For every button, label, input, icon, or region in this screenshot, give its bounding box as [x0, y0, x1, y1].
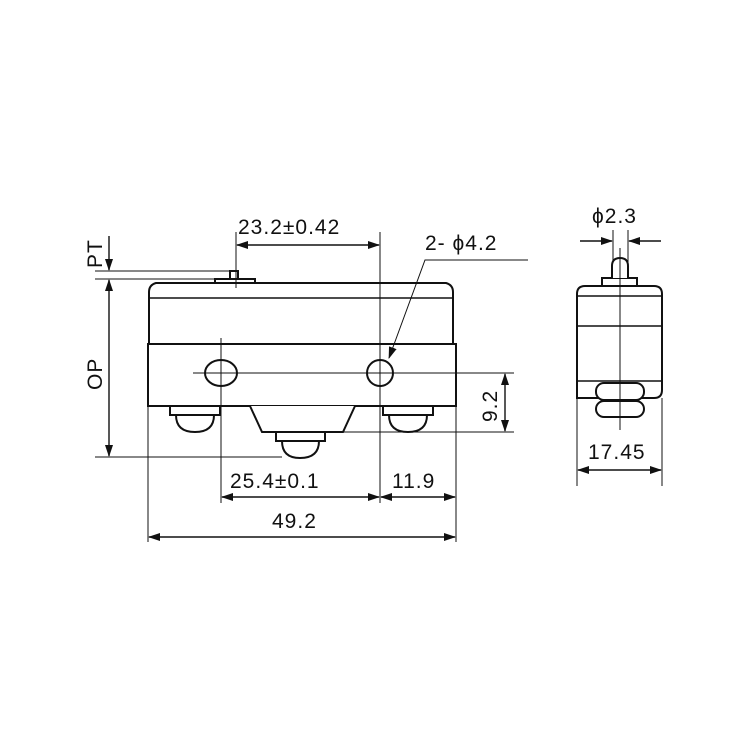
terminal-spacing-dimension: 25.4±0.1 [230, 470, 320, 493]
plunger [229, 270, 239, 280]
pt-label: PT [84, 239, 107, 268]
terminal-middle [275, 431, 326, 460]
terminal-right [382, 405, 434, 434]
hole-spacing-dimension: 23.2±0.42 [238, 216, 340, 239]
terminal-height-dimension: 9.2 [479, 390, 502, 422]
side-width-dimension: 17.45 [588, 441, 646, 464]
switch-body [148, 282, 454, 344]
right-offset-dimension: 11.9 [392, 470, 435, 493]
hole-callout: 2- ϕ4.2 [425, 232, 497, 255]
mounting-flange [147, 343, 457, 407]
front-view: PT OP 23.2±0.42 2- ϕ4.2 9.2 25.4±0.1 11.… [84, 216, 528, 542]
op-label: OP [84, 358, 107, 390]
overall-length-dimension: 49.2 [272, 510, 317, 533]
terminal-left [169, 405, 221, 434]
side-view: ϕ2.3 17.45 [576, 205, 663, 486]
plunger-diameter-dimension: ϕ2.3 [592, 205, 637, 228]
bottom-notch [249, 405, 356, 433]
